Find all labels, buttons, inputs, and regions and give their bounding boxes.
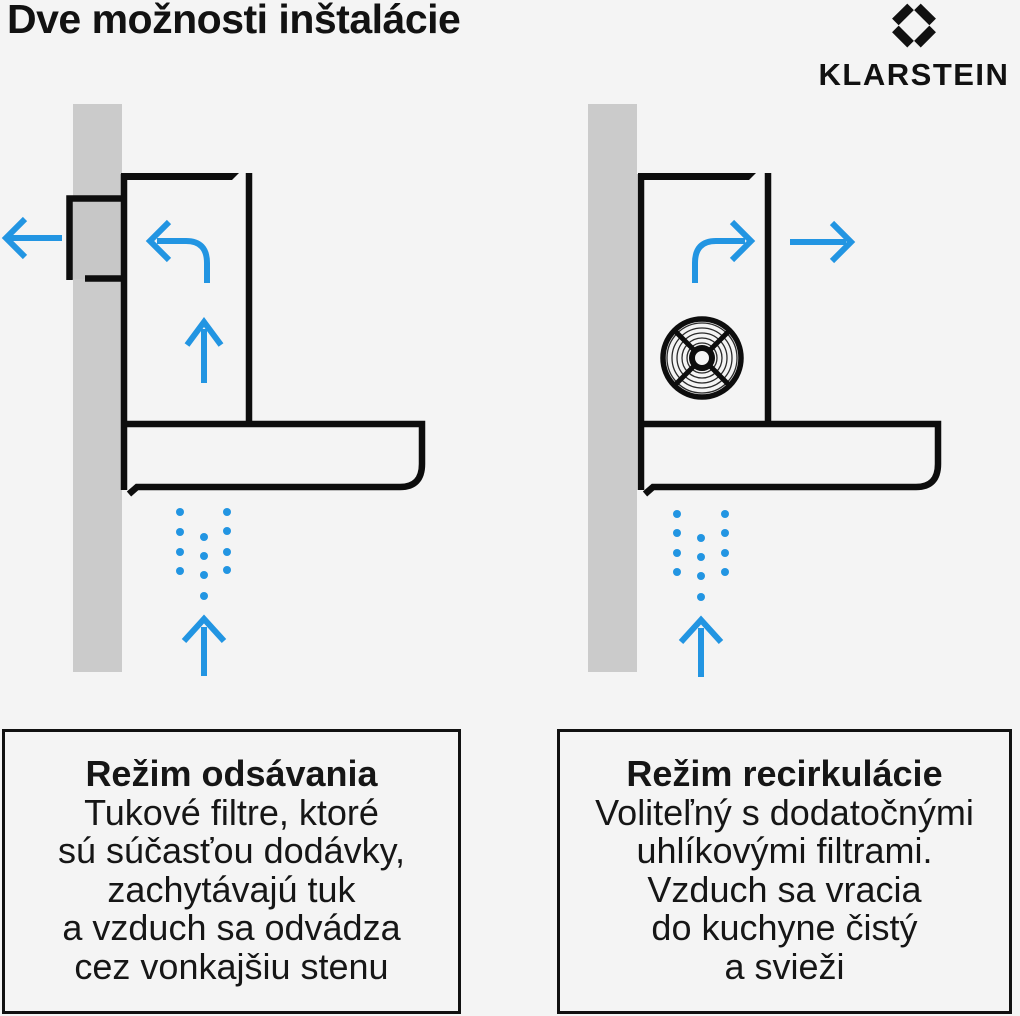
hood-chimney <box>120 173 253 490</box>
wall-duct <box>66 195 124 282</box>
caption-line: Tukové filtre, ktoré <box>84 791 379 833</box>
hood-canopy <box>121 420 426 497</box>
intake-arrow-up-icon <box>678 615 724 677</box>
caption-line: uhlíkovými filtrami. <box>636 830 933 871</box>
caption-line: sú súčasťou dodávky, <box>57 830 406 871</box>
caption-line: zachytávajú tuk <box>107 868 356 910</box>
caption-line: a svieži <box>724 945 845 987</box>
caption-line: do kuchyne čistý <box>651 907 918 948</box>
klarstein-diamond-icon <box>892 3 936 48</box>
recirculation-diagram <box>588 104 942 677</box>
extraction-caption-title: Režim odsávania <box>85 753 378 794</box>
caption-line: Voliteľný s dodatočnými <box>595 791 974 833</box>
caption-line: Vzduch sa vracia <box>647 868 922 910</box>
recirculation-caption-box: Režim recirkulácie Voliteľný s dodatočný… <box>557 729 1012 1014</box>
fan-icon <box>660 316 744 400</box>
outflow-arrow-right-icon <box>790 220 856 264</box>
curved-airflow-arrow-icon <box>692 219 756 283</box>
intake-arrow-up-icon <box>181 614 227 676</box>
recirculation-caption-title: Režim recirkulácie <box>626 753 943 794</box>
wall <box>73 104 122 672</box>
hood-canopy <box>638 420 942 497</box>
chimney-airflow-arrow-icon <box>184 316 224 383</box>
extraction-caption-box: Režim odsávania Tukové filtre, ktoré sú … <box>2 729 461 1014</box>
extraction-diagram <box>1 104 426 676</box>
curved-airflow-arrow-icon <box>145 219 210 283</box>
caption-line: a vzduch sa odvádza <box>62 907 401 948</box>
wall <box>588 104 637 672</box>
brand-name: KLARSTEIN <box>818 57 1010 92</box>
hood-chimney <box>637 173 772 490</box>
brand-logo: KLARSTEIN <box>808 0 1020 93</box>
steam-dots <box>176 508 231 600</box>
page-title: Dve možnosti inštalácie <box>7 0 461 42</box>
caption-line: cez vonkajšiu stenu <box>74 945 389 987</box>
steam-dots <box>673 510 729 601</box>
exhaust-arrow-left-icon <box>1 216 62 260</box>
